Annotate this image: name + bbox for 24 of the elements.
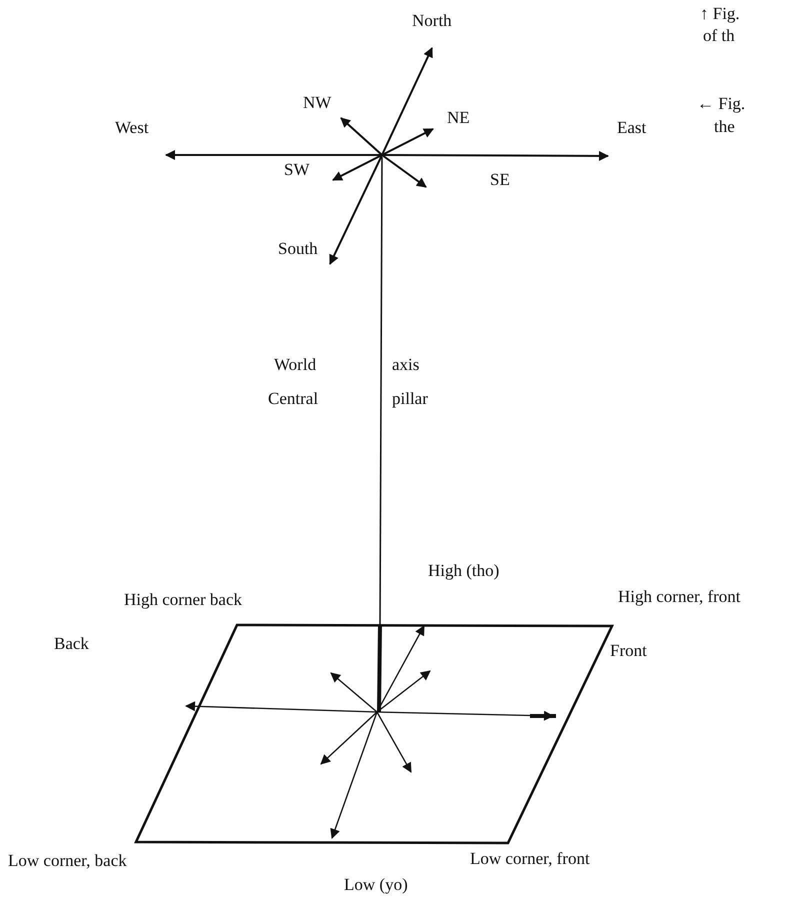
figure-reference: of th <box>703 27 735 46</box>
figure-reference: the <box>714 118 735 137</box>
axis-label: Central <box>268 390 318 409</box>
direction-label: Back <box>54 635 89 654</box>
direction-label: North <box>412 12 452 31</box>
direction-label: SE <box>490 171 510 190</box>
figure-reference: ↑ Fig. <box>700 5 740 24</box>
direction-label: Low (yo) <box>344 876 408 895</box>
axis-label: axis <box>392 356 420 375</box>
axis-label: pillar <box>392 390 428 409</box>
axis-label: World <box>274 356 316 375</box>
direction-label: West <box>115 119 149 138</box>
direction-label: NE <box>447 109 470 128</box>
direction-label: South <box>278 240 318 259</box>
direction-label: Front <box>610 642 647 661</box>
corner-label: High corner, front <box>618 588 741 607</box>
corner-label: High corner back <box>124 591 242 610</box>
direction-label: High (tho) <box>428 562 500 581</box>
corner-label: Low corner, front <box>470 850 590 869</box>
corner-label: Low corner, back <box>8 852 127 871</box>
direction-label: SW <box>284 161 310 180</box>
direction-label: NW <box>303 94 332 113</box>
direction-label: East <box>617 119 646 138</box>
figure-reference: ← Fig. <box>697 95 746 114</box>
